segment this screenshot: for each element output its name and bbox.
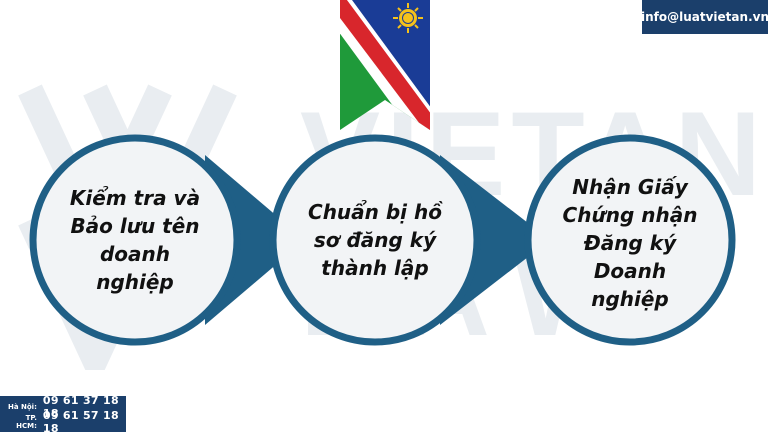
contact-label: TP. HCM: (16, 413, 37, 430)
contact-label: Hà Nội: (7, 402, 37, 411)
step-circle-1 (29, 134, 305, 346)
phone-number[interactable]: 09 61 57 18 18 (42, 408, 119, 435)
email-badge[interactable]: info@luatvietan.vn (641, 0, 768, 34)
contact-row-hcm[interactable]: TP. HCM: 09 61 57 18 18 (4, 409, 126, 435)
contact-box: Hà Nội: 09 61 37 18 18 TP. HCM: 09 61 57… (0, 394, 126, 435)
step-1-text: Kiểm tra và Bảo lưu tên doanh nghiệp (69, 186, 201, 294)
step-circle-3 (524, 134, 736, 346)
contact-row-hanoi[interactable]: Hà Nội: 09 61 37 18 18 (4, 394, 126, 420)
step-circle-2 (269, 134, 550, 346)
email-text[interactable]: info@luatvietan.vn (641, 10, 768, 24)
phone-number[interactable]: 09 61 37 18 18 (42, 393, 119, 420)
step-3-text: Nhận Giấy Chứng nhận Đăng ký Doanh nghiệ… (562, 174, 698, 311)
namibia-flag-icon (340, 0, 430, 130)
step-2-text: Chuẩn bị hồ sơ đăng ký thành lập (308, 200, 442, 280)
